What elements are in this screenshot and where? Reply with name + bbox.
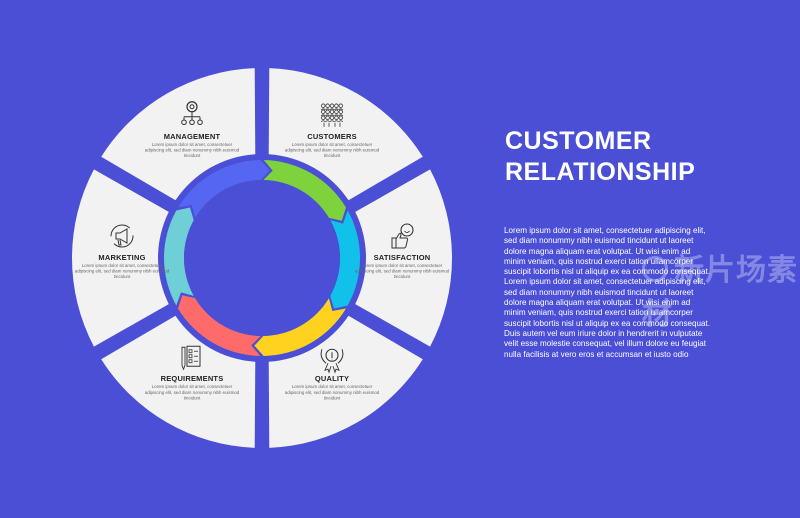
hierarchy-gear-icon bbox=[181, 101, 203, 126]
ring-arc-marketing bbox=[164, 207, 194, 306]
petal-requirements bbox=[101, 315, 256, 448]
title-line-1: CUSTOMER bbox=[505, 127, 652, 155]
segment-description-line: tincidunt bbox=[394, 274, 411, 279]
segment-label: QUALITY bbox=[315, 374, 349, 383]
segment-description-line: adipiscing elit, sed diam nonummy nibh e… bbox=[145, 147, 240, 152]
petal-marketing bbox=[71, 169, 169, 347]
ring-arc-quality bbox=[254, 298, 347, 356]
ring-group bbox=[164, 160, 361, 356]
segment-label: CUSTOMERS bbox=[307, 132, 357, 141]
petal-management bbox=[101, 68, 256, 201]
megaphone-icon bbox=[110, 224, 134, 248]
segment-description-line: Lorem ipsum dolor sit amet, consectetuer bbox=[292, 384, 373, 389]
watermark-text: 新片场素材 bbox=[642, 253, 798, 332]
ring-arc-requirements bbox=[177, 295, 261, 356]
ring-center bbox=[184, 180, 340, 336]
petal-customers bbox=[268, 68, 423, 201]
segment-label: MARKETING bbox=[98, 253, 145, 262]
segment-description-line: Lorem ipsum dolor sit amet, consectetuer bbox=[362, 263, 443, 268]
segment-description-line: adipiscing elit, sed diam nonummy nibh e… bbox=[145, 390, 240, 395]
segment-description-line: tincidunt bbox=[184, 395, 201, 400]
petal-satisfaction bbox=[355, 169, 452, 347]
watermark: 新片场素材 bbox=[642, 245, 800, 333]
watermark-logo-icon bbox=[642, 255, 668, 282]
segment-description-line: tincidunt bbox=[184, 153, 201, 158]
segment-label: REQUIREMENTS bbox=[161, 374, 224, 383]
segment-description-line: tincidunt bbox=[324, 395, 341, 400]
description-text: Lorem ipsum dolor sit amet, consectetuer… bbox=[504, 226, 711, 359]
ring-arc-satisfaction bbox=[330, 210, 361, 309]
thumbs-up-smile-icon bbox=[391, 223, 414, 249]
petals-group bbox=[71, 68, 452, 448]
segment-description-line: Lorem ipsum dolor sit amet, consectetuer bbox=[152, 142, 233, 147]
segment-description-line: tincidunt bbox=[114, 274, 131, 279]
petal-quality bbox=[268, 315, 423, 448]
segment-description-line: adipiscing elit, sed diam nonummy nibh e… bbox=[285, 390, 380, 395]
quality-badge-icon bbox=[320, 348, 344, 374]
segment-label: MANAGEMENT bbox=[164, 132, 221, 141]
segment-description-line: Lorem ipsum dolor sit amet, consectetuer bbox=[82, 263, 163, 268]
segment-description-line: adipiscing elit, sed diam nonummy nibh e… bbox=[285, 147, 380, 152]
ring-arc-management bbox=[177, 160, 270, 218]
ring-arc-customers bbox=[263, 160, 347, 221]
title-line-2: RELATIONSHIP bbox=[505, 158, 696, 186]
segment-description-line: Lorem ipsum dolor sit amet, consectetuer bbox=[292, 142, 373, 147]
title: CUSTOMER RELATIONSHIP bbox=[505, 126, 785, 188]
segment-description-line: adipiscing elit, sed diam nonummy nibh e… bbox=[355, 269, 450, 274]
segment-description-line: adipiscing elit, sed diam nonummy nibh e… bbox=[75, 269, 170, 274]
segment-label: SATISFACTION bbox=[374, 253, 431, 262]
crowd-icon bbox=[320, 103, 344, 127]
segment-description-line: tincidunt bbox=[324, 153, 341, 158]
segment-description-line: Lorem ipsum dolor sit amet, consectetuer bbox=[152, 384, 233, 389]
checklist-icon bbox=[181, 345, 201, 371]
